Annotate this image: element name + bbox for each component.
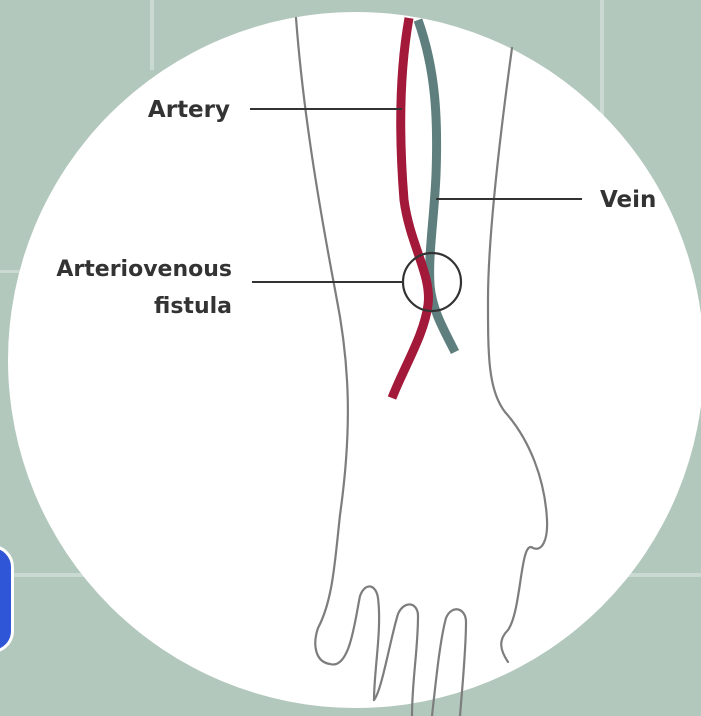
fistula-label-line2: fistula <box>154 294 232 319</box>
fistula-label-line1: Arteriovenous <box>56 257 232 282</box>
vein-label: Vein <box>600 187 656 213</box>
background-circle <box>8 12 701 708</box>
artery-label: Artery <box>148 97 230 123</box>
